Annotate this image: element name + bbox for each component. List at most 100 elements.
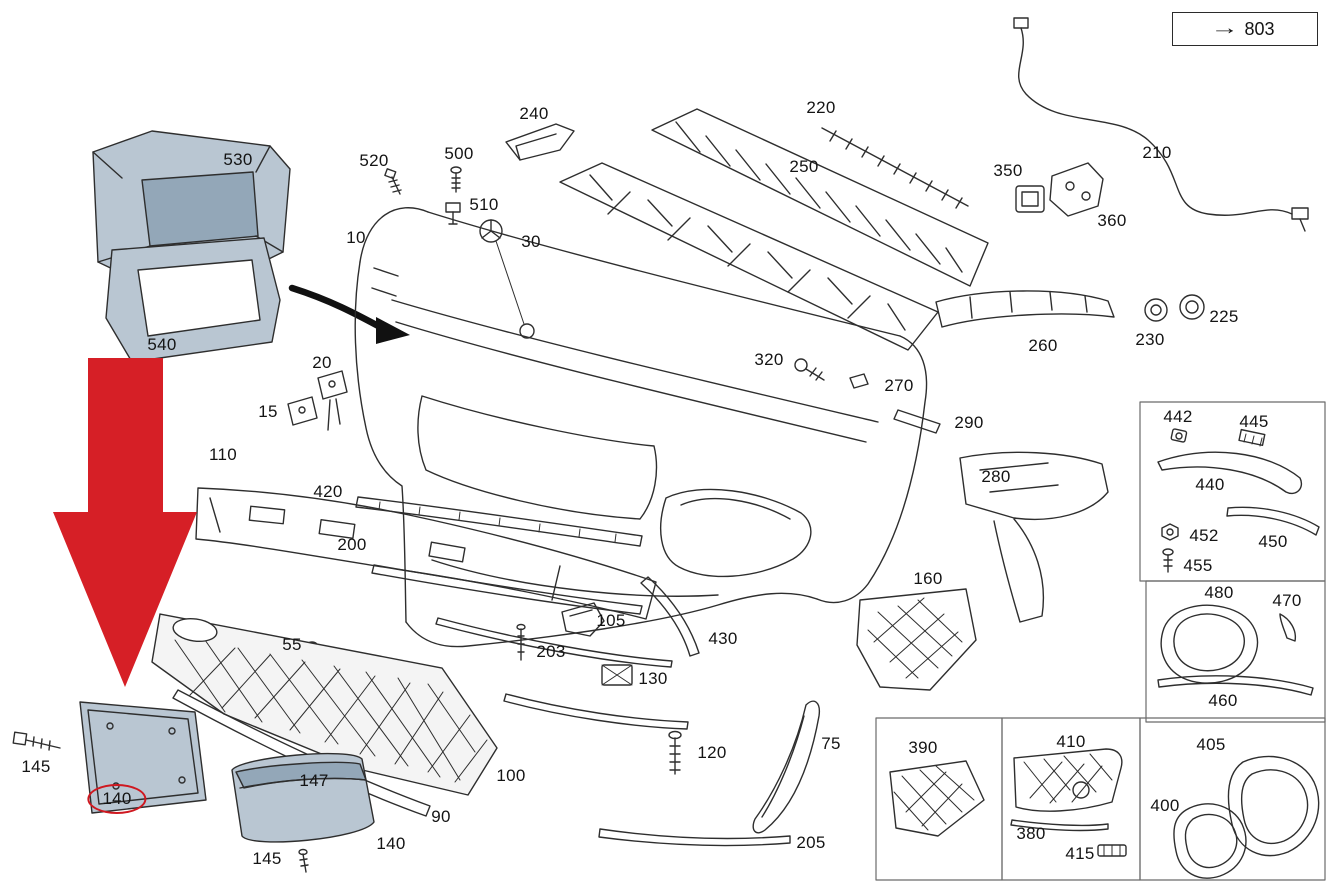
screw-500-icon	[450, 166, 462, 193]
corner-trim-75-sketch	[752, 700, 821, 834]
part-label-120: 120	[697, 743, 727, 762]
air-duct-540-sketch	[105, 237, 281, 363]
part-label-260: 260	[1028, 336, 1058, 355]
bezel-400-sketch	[1173, 803, 1247, 879]
part-label-240: 240	[519, 104, 549, 123]
pointer-arrow-sketch	[288, 284, 410, 344]
strip-380-sketch	[1010, 819, 1109, 832]
part-415-sketch	[1097, 844, 1127, 857]
part-label-210: 210	[1142, 143, 1172, 162]
part-label-450: 450	[1258, 532, 1288, 551]
part-label-200: 200	[337, 535, 367, 554]
strip-420-sketch	[355, 496, 643, 547]
part-label-110: 110	[208, 445, 238, 464]
duct-160-sketch	[856, 588, 977, 691]
part-label-230: 230	[1135, 330, 1165, 349]
part-label-420: 420	[313, 482, 343, 501]
part-label-445: 445	[1239, 412, 1269, 431]
harness-210-sketch	[1013, 17, 1309, 232]
part-label-55: 55	[282, 635, 302, 654]
part-label-105: 105	[596, 611, 626, 630]
screw-320-icon	[794, 358, 825, 381]
bracket-105-sketch	[561, 602, 605, 637]
part-label-160: 160	[913, 569, 943, 588]
part-label-147: 147	[299, 771, 329, 790]
reference-number: 803	[1244, 18, 1275, 39]
bezel-480-sketch	[1160, 604, 1258, 684]
bracket-15-sketch	[287, 396, 318, 426]
reference-box: → 803	[1172, 12, 1318, 46]
part-label-500: 500	[444, 144, 474, 163]
bumper-cover-10-sketch	[354, 207, 928, 648]
sensor-350-sketch	[1015, 185, 1045, 213]
trim-strip-90-sketch	[172, 689, 431, 817]
pad-140-sketch	[231, 752, 375, 843]
trim-460-sketch	[1157, 675, 1314, 696]
part-label-270: 270	[884, 376, 914, 395]
part-label-140: 140	[376, 834, 406, 853]
part-label-203: 203	[536, 642, 566, 661]
part-label-250: 250	[789, 157, 819, 176]
nut-452-icon	[1161, 523, 1179, 541]
part-label-480: 480	[1204, 583, 1234, 602]
strip-205-sketch	[598, 828, 791, 847]
part-label-405: 405	[1196, 735, 1226, 754]
crossmember-250-sketch	[559, 108, 989, 351]
bolt-145-left-icon	[12, 731, 61, 751]
bezel-405-sketch	[1227, 755, 1320, 857]
clip-270-icon	[849, 373, 869, 389]
part-label-205: 205	[796, 833, 826, 852]
part-label-280: 280	[981, 467, 1011, 486]
grille-390-sketch	[889, 760, 985, 837]
strip-lower-sketch	[503, 693, 689, 730]
part-label-470: 470	[1272, 591, 1302, 610]
part-label-30: 30	[521, 232, 541, 251]
screw-120-icon	[668, 730, 682, 775]
part-label-20: 20	[312, 353, 332, 372]
clip-445-icon	[1238, 428, 1266, 447]
trim-450-sketch	[1226, 506, 1320, 536]
part-label-360: 360	[1097, 211, 1127, 230]
strip-200-sketch	[371, 564, 643, 615]
part-label-530: 530	[223, 150, 253, 169]
part-label-10: 10	[346, 228, 366, 247]
part-label-410: 410	[1056, 732, 1086, 751]
part-label-15: 15	[258, 402, 278, 421]
screw-455-icon	[1162, 548, 1174, 573]
part-label-430: 430	[708, 629, 738, 648]
part-label-520: 520	[359, 151, 389, 170]
part-label-380: 380	[1016, 824, 1046, 843]
detail-panel-borders	[875, 401, 1326, 881]
red-highlight-arrow	[53, 358, 197, 687]
pin-203-icon	[516, 623, 526, 661]
part-label-75: 75	[821, 734, 841, 753]
grille-410-sketch	[1013, 748, 1123, 812]
part-label-145: 145	[252, 849, 282, 868]
part-label-460: 460	[1208, 691, 1238, 710]
part-label-540: 540	[147, 335, 177, 354]
center-grille-100-sketch	[151, 613, 498, 796]
part-label-220: 220	[806, 98, 836, 117]
strip-290-sketch	[893, 409, 941, 434]
part-label-145: 145	[21, 757, 51, 776]
screw-145-bottom-icon	[298, 848, 309, 873]
part-label-290: 290	[954, 413, 984, 432]
screw-520-icon	[384, 168, 402, 195]
part-label-225: 225	[1209, 307, 1239, 326]
bracket-360-sketch	[1049, 162, 1104, 217]
bracket-20-sketch	[317, 370, 348, 431]
sensor-230-sketch	[1144, 298, 1168, 322]
part-label-320: 320	[754, 350, 784, 369]
sliver-470-sketch	[1279, 613, 1297, 642]
part-label-130: 130	[638, 669, 668, 688]
part-label-455: 455	[1183, 556, 1213, 575]
part-label-442: 442	[1163, 407, 1193, 426]
part-label-390: 390	[908, 738, 938, 757]
rail-220-sketch	[821, 127, 969, 209]
clip-130-sketch	[601, 664, 633, 686]
trim-260-sketch	[935, 290, 1115, 328]
part-label-90: 90	[431, 807, 451, 826]
bracket-280-sketch	[959, 451, 1109, 623]
